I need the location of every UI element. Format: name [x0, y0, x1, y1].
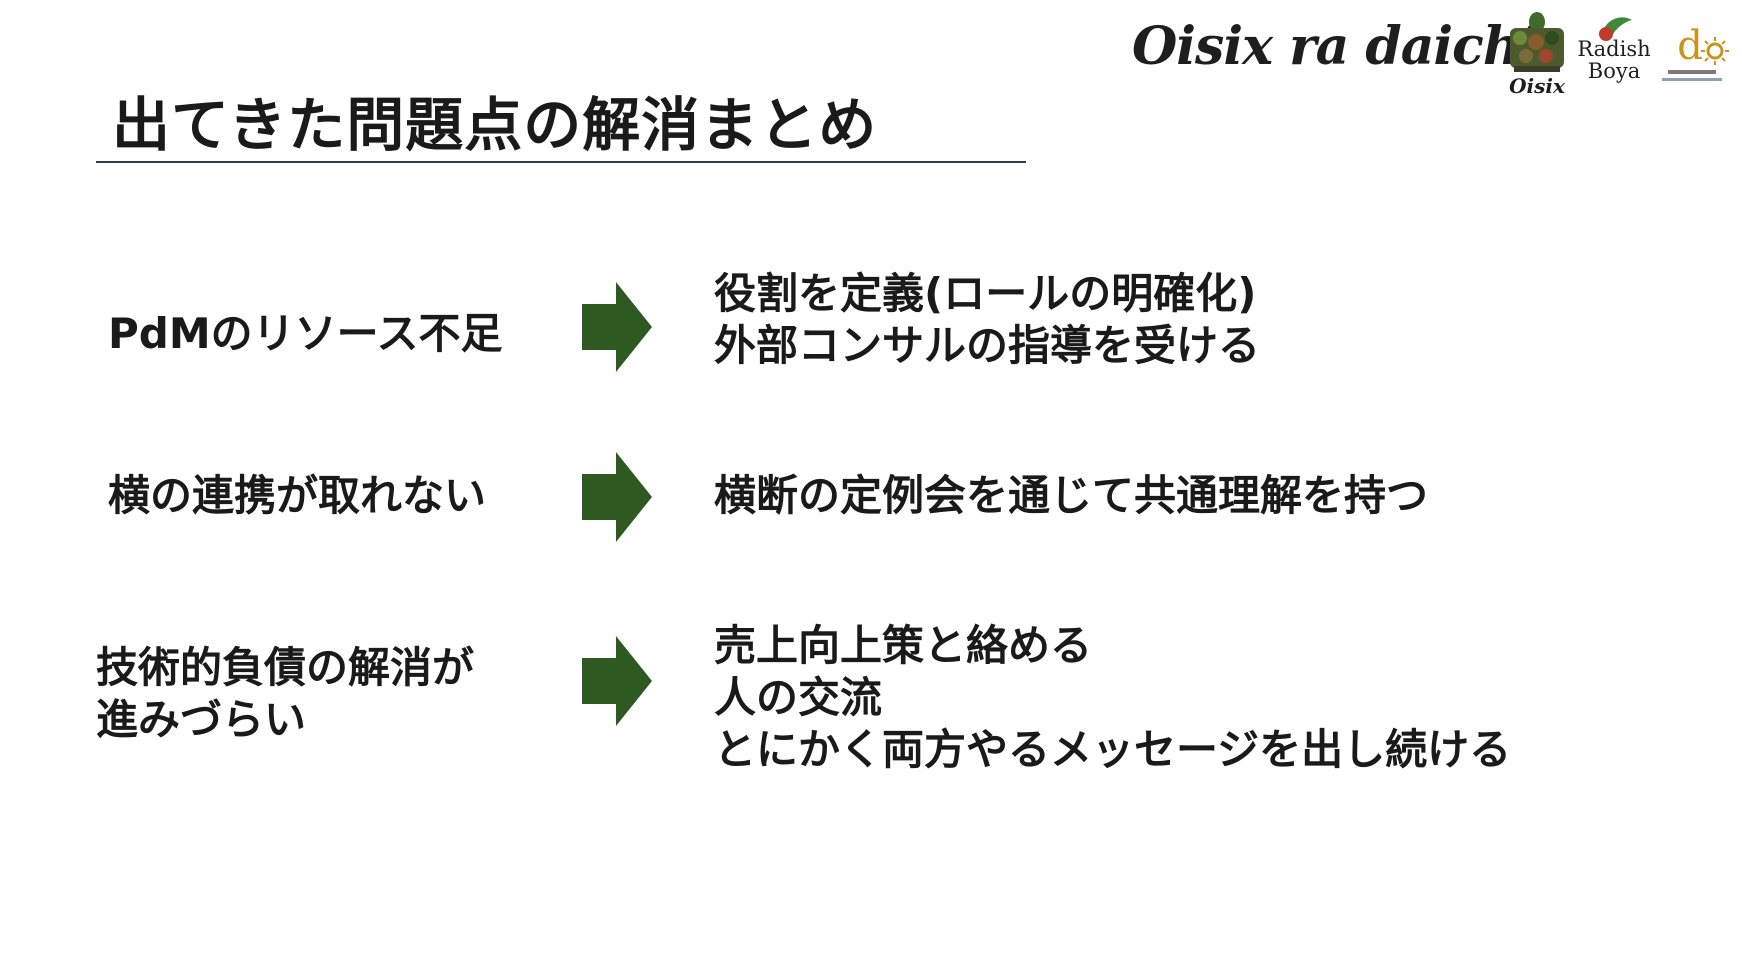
solution-horizontal-collaboration: 横断の定例会を通じて共通理解を持つ: [714, 470, 1428, 522]
sun-icon: [1701, 37, 1729, 65]
problem-line: 進みづらい: [96, 695, 307, 744]
problem-horizontal-collaboration: 横の連携が取れない: [108, 471, 487, 520]
solution-line: 役割を定義(ロールの明確化): [714, 269, 1257, 318]
solution-line: とにかく両方やるメッセージを出し続ける: [714, 725, 1512, 774]
problem-technical-debt: 技術的負債の解消が 進みづらい: [96, 642, 474, 746]
solution-line: 売上向上策と絡める: [714, 621, 1093, 670]
vegetable-basket-icon: [1510, 12, 1564, 72]
daichi-label: d: [1677, 23, 1703, 69]
solution-line: 横断の定例会を通じて共通理解を持つ: [714, 471, 1429, 520]
radish-leaf-icon: [1599, 17, 1632, 41]
title-underline: [96, 161, 1026, 163]
problem-line: 技術的負債の解消が: [96, 643, 475, 692]
radish-boya-logo: Radish Boya: [1576, 12, 1652, 92]
slide-title: 出てきた問題点の解消まとめ: [112, 91, 878, 159]
arrow-right-icon: [582, 636, 652, 726]
oisix-ra-daichi-wordmark: Oisix ra daichi: [1132, 16, 1539, 77]
problem-pdm-resource: PdMのリソース不足: [108, 309, 503, 358]
radish-boya-label: Radish Boya: [1577, 37, 1651, 83]
solution-technical-debt: 売上向上策と絡める 人の交流 とにかく両方やるメッセージを出し続ける: [714, 620, 1511, 776]
oisix-logo: Oisix: [1500, 8, 1574, 98]
solution-line: 外部コンサルの指導を受ける: [714, 321, 1261, 370]
daichi-fine-print-mark: [1662, 70, 1722, 81]
arrow-right-icon: [582, 452, 652, 542]
arrow-right-icon: [582, 282, 652, 372]
oisix-label: Oisix: [1509, 74, 1565, 98]
solution-line: 人の交流: [714, 673, 883, 722]
solution-pdm-resource: 役割を定義(ロールの明確化) 外部コンサルの指導を受ける: [714, 268, 1260, 372]
daichi-logo: d: [1660, 24, 1732, 88]
